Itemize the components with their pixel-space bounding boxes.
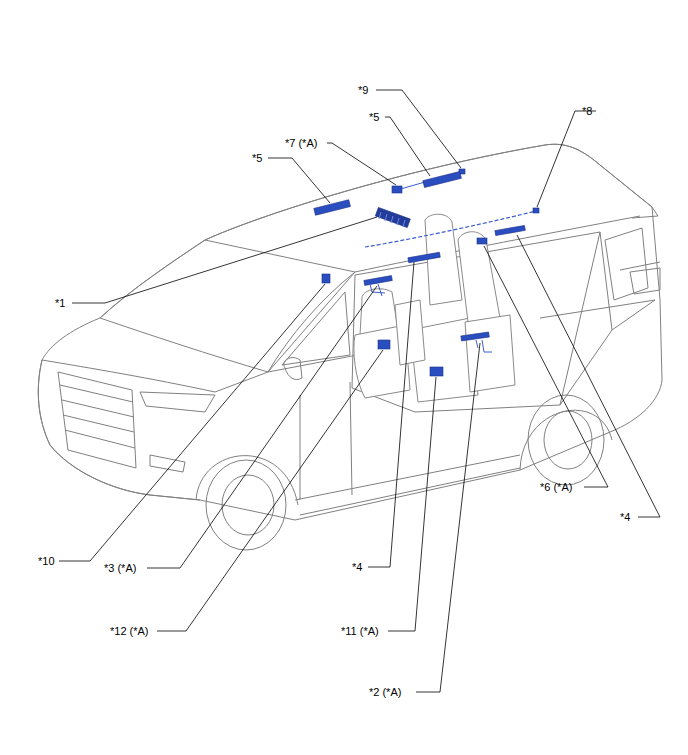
leader-line (368, 262, 414, 567)
callout-number: *3 (*A) (104, 562, 136, 575)
callout-number: *8 (582, 105, 592, 118)
seat (465, 315, 515, 392)
seat (425, 214, 462, 305)
callout-number: *6 (*A) (540, 481, 572, 494)
callout-number: *12 (*A) (110, 625, 149, 638)
hood (42, 318, 268, 392)
leader-line (537, 111, 596, 207)
rear-rim (544, 411, 592, 469)
leader-line (72, 217, 377, 303)
callout-number: *2 (*A) (369, 686, 401, 699)
parts (314, 169, 539, 376)
wire-harness (370, 284, 385, 296)
leader-line (517, 235, 660, 517)
part (392, 186, 402, 193)
front-rim (222, 475, 274, 535)
body-fill (38, 144, 662, 520)
front-bumper (38, 360, 200, 500)
leader-line (416, 343, 480, 692)
part (461, 332, 489, 341)
part (430, 367, 443, 376)
part (477, 238, 487, 244)
front-door-window (282, 292, 350, 365)
leader-line (327, 143, 396, 185)
part (533, 208, 539, 213)
leader-line (385, 117, 430, 176)
leader-lines (59, 90, 660, 692)
wire-harness (476, 340, 492, 352)
roof-front-edge (205, 240, 355, 272)
rear-wheel-arch (520, 410, 612, 470)
callout-number: *7 (*A) (285, 137, 317, 150)
front-door (268, 272, 355, 500)
part (322, 274, 330, 283)
headlight (140, 392, 215, 412)
rear-quarter-window (605, 228, 648, 300)
mirror (284, 358, 302, 380)
leader-line (268, 158, 330, 203)
leader-line (484, 246, 608, 487)
grille (58, 372, 136, 468)
part (375, 207, 410, 227)
vehicle-body (38, 144, 662, 550)
callout-number: *5 (369, 111, 379, 124)
leader-line (388, 377, 436, 631)
rear-lamp (630, 268, 660, 294)
part (364, 276, 392, 286)
windshield (100, 240, 355, 372)
seats (354, 214, 515, 402)
callout-number: *11 (*A) (341, 625, 379, 638)
leader-line (376, 90, 461, 168)
callout-number: *4 (620, 511, 630, 524)
part (408, 252, 440, 262)
front-wheel-arch (196, 456, 298, 505)
part (495, 225, 525, 235)
leader-line (147, 286, 377, 568)
sill (295, 455, 520, 515)
callout-number: *10 (38, 555, 55, 568)
sliding-door-opening (352, 232, 612, 412)
callout-number: *4 (352, 561, 362, 574)
callout-number: *1 (55, 297, 65, 310)
callout-number: *9 (358, 84, 368, 97)
part (314, 200, 351, 216)
leader-line (59, 284, 325, 561)
leader-line (157, 350, 383, 631)
part (378, 340, 390, 349)
part-stripes (379, 212, 405, 227)
callout-number: *5 (252, 152, 262, 165)
seat (458, 232, 500, 322)
rear-tire (528, 395, 604, 485)
